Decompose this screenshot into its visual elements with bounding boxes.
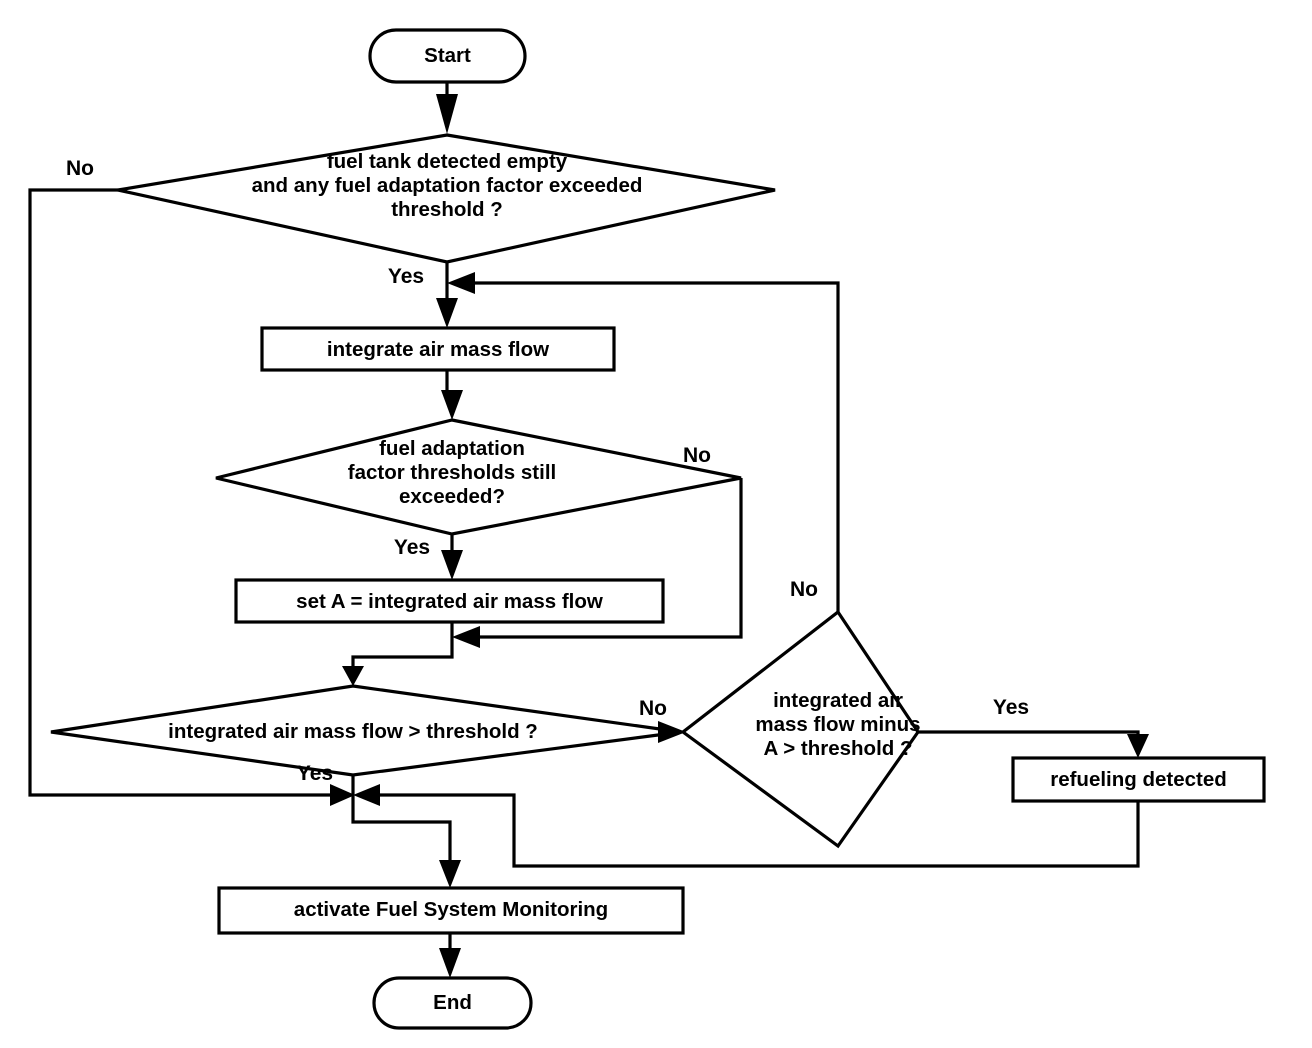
edge-d4-no-feedback [475, 281, 840, 612]
arrowhead-d4-no-feedback [447, 272, 475, 294]
refueling-process-shape [1011, 756, 1266, 803]
arrowhead-d2-no-merge [452, 626, 480, 648]
decision-4-shape [680, 609, 920, 849]
integrate-process-shape [260, 326, 616, 372]
edge-d3-yes-to-activate [351, 775, 452, 862]
edge-seta-to-d3 [351, 622, 454, 668]
edge-integrate-to-d2 [445, 370, 452, 394]
decision-2-shape [215, 418, 742, 536]
edge-refuel-to-junction [380, 793, 1140, 868]
arrowhead-d1-yes-to-integrate [436, 298, 458, 328]
arrowhead-d3-no-to-d4 [658, 721, 686, 743]
arrowhead-seta-to-d3 [342, 666, 364, 686]
activate-process-shape [217, 886, 685, 935]
edge-d1-no-rail [28, 188, 330, 797]
edge-d4-yes-to-refuel [918, 730, 1140, 736]
arrowhead-d4-yes-to-refuel [1127, 734, 1149, 758]
arrowhead-d1-no-into-junction [330, 784, 355, 806]
arrowhead-start-to-d1 [436, 94, 458, 134]
edge-d2-no-bypass [480, 478, 743, 639]
arrowhead-integrate-to-d2 [441, 390, 463, 420]
decision-1-shape [117, 133, 776, 264]
arrowhead-d2-yes-to-seta [441, 550, 463, 580]
end-terminator-shape [372, 976, 533, 1030]
decision-3-shape [50, 684, 682, 777]
arrowhead-activate-to-end [439, 948, 461, 978]
arrowhead-d3-yes-to-activate [439, 860, 461, 888]
set-a-process-shape [234, 578, 665, 624]
start-terminator-shape [368, 28, 527, 84]
arrowhead-refuel-into-junction [353, 784, 380, 806]
